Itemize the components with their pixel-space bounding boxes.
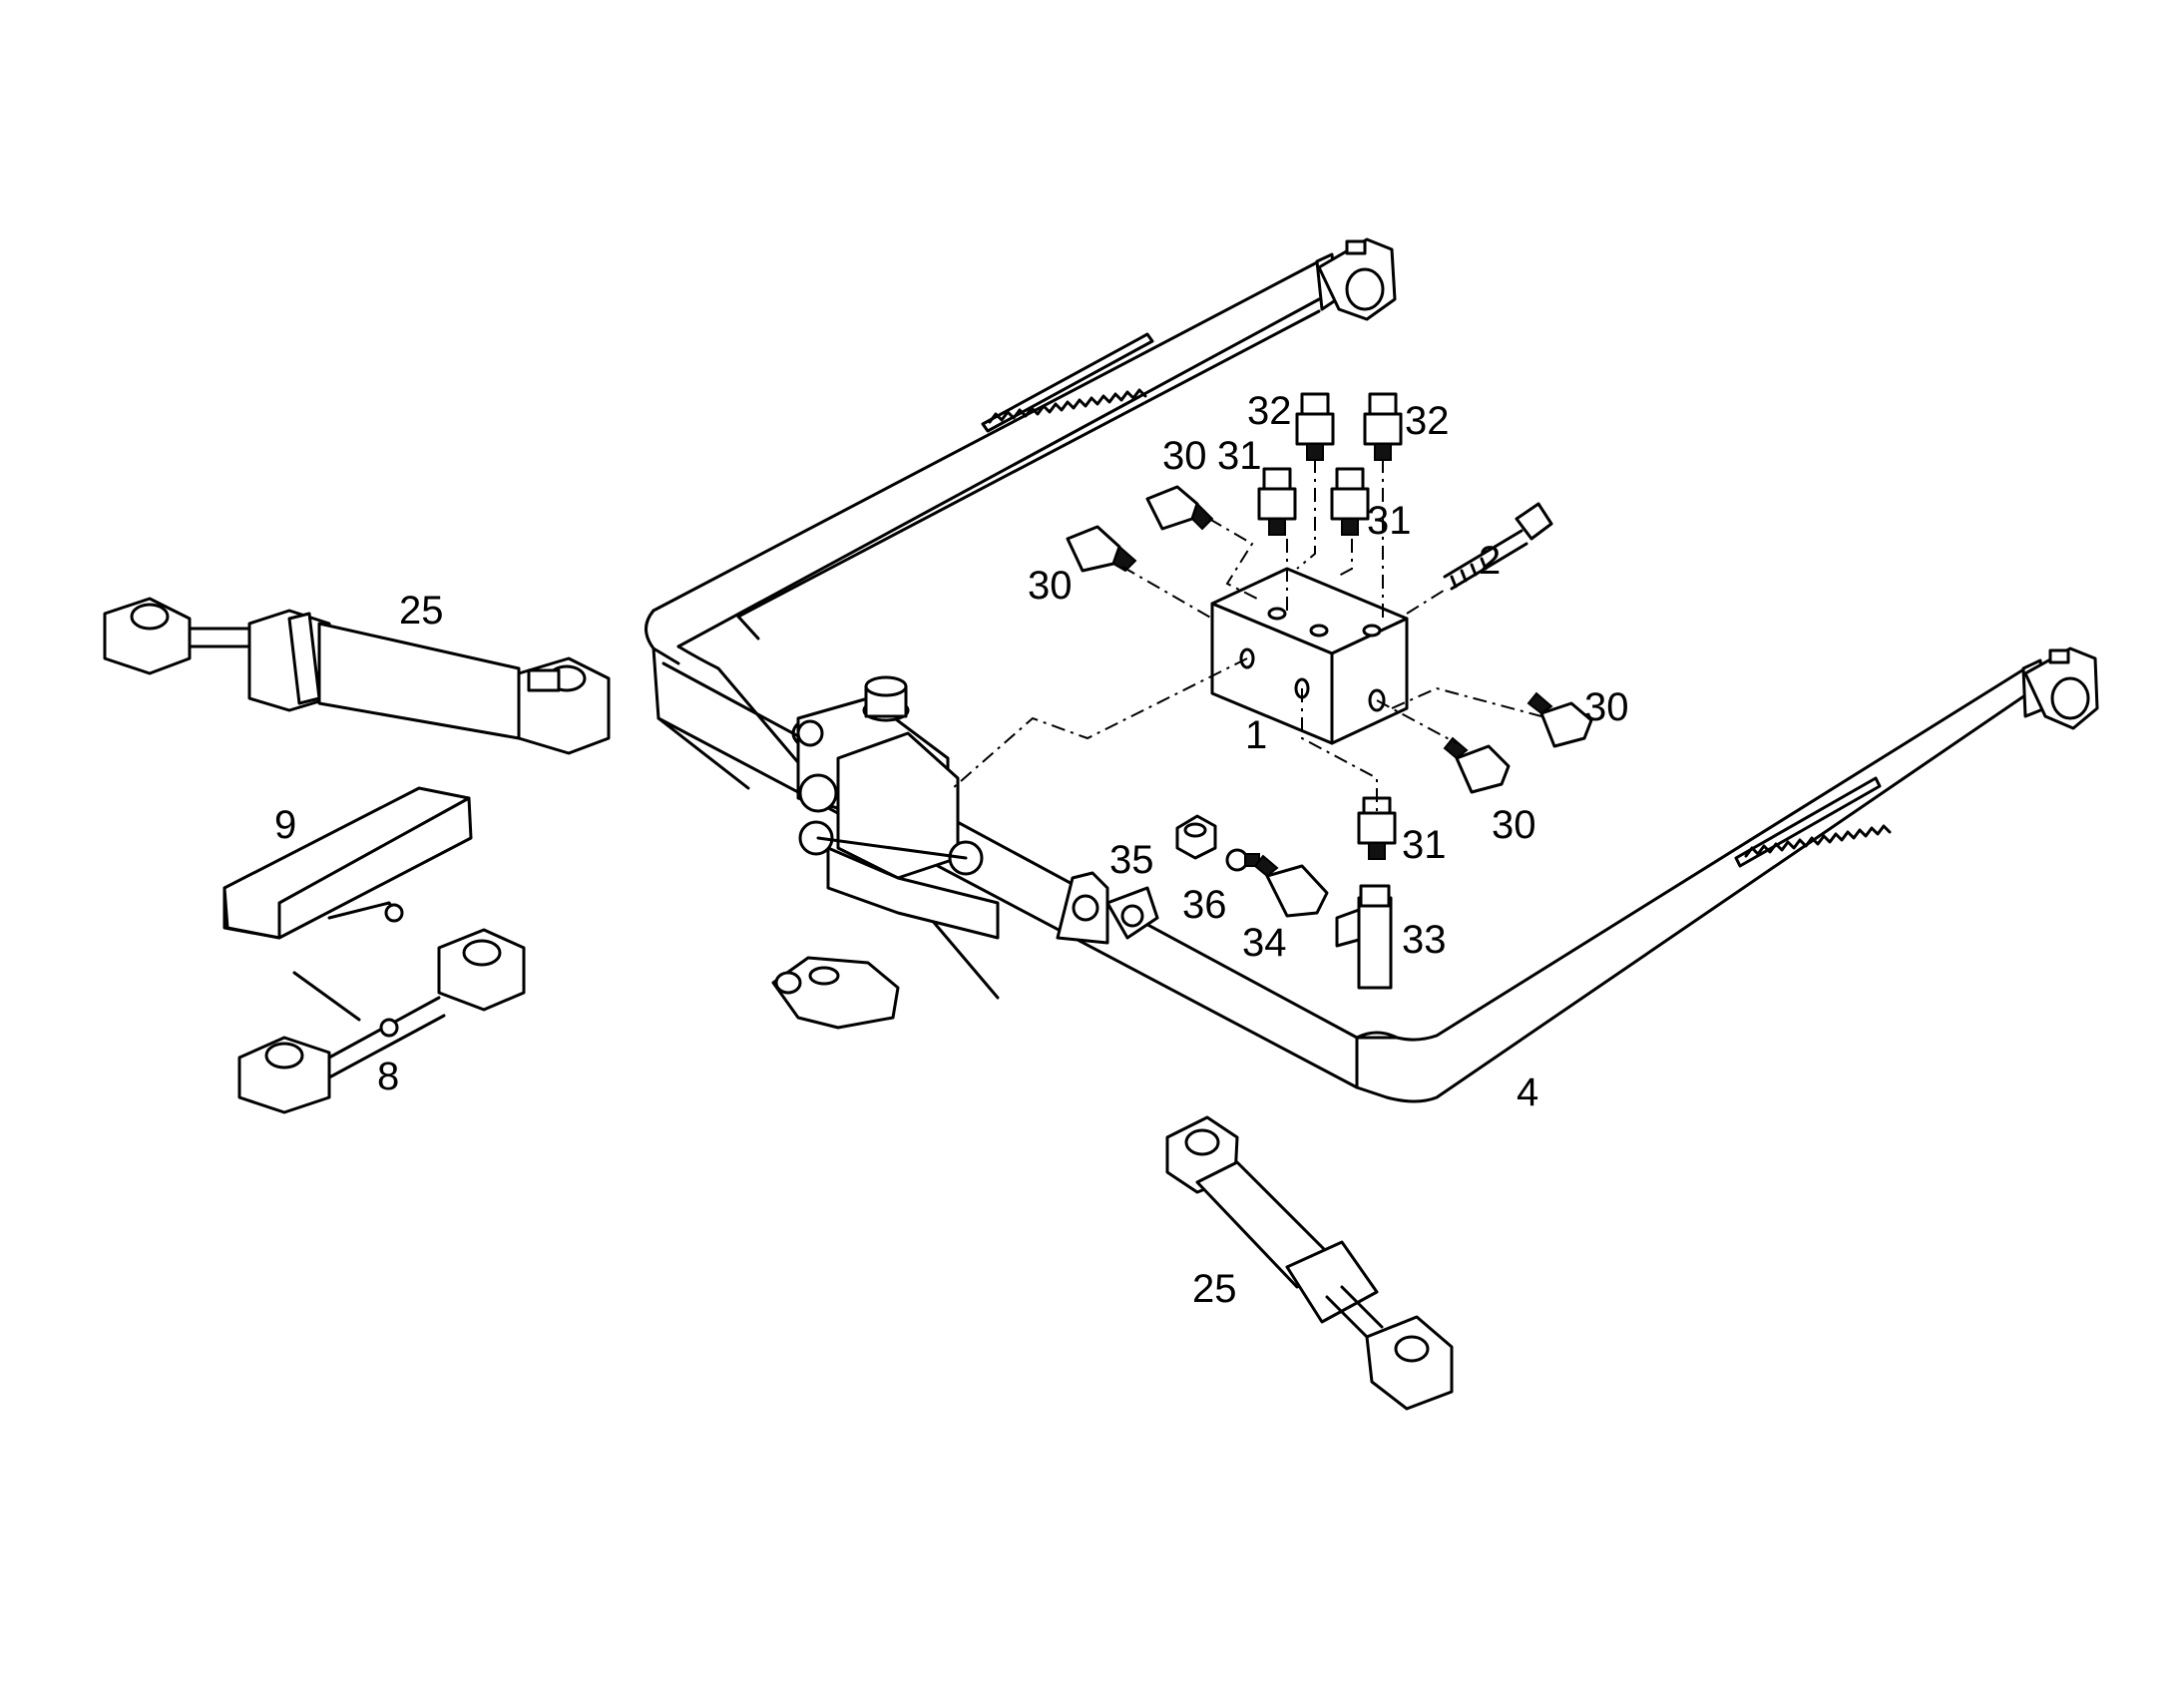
bolt-2 bbox=[1443, 502, 1553, 591]
callout-9: 9 bbox=[274, 803, 296, 847]
callout-31a: 31 bbox=[1217, 434, 1262, 478]
fitting-34 bbox=[1253, 854, 1329, 918]
callout-36: 36 bbox=[1182, 883, 1227, 927]
tee-fitting-33 bbox=[1335, 884, 1393, 990]
fitting-30-left bbox=[1066, 525, 1137, 573]
fitting-31-bottom bbox=[1357, 796, 1397, 860]
cylinder-25-lower bbox=[1165, 1115, 1454, 1411]
guard-9 bbox=[222, 786, 473, 940]
fitting-32-left bbox=[1295, 392, 1335, 461]
fitting-32-right bbox=[1363, 392, 1403, 461]
fitting-30-right-lower bbox=[1443, 736, 1511, 794]
nut-35 bbox=[1175, 814, 1217, 860]
callout-30c: 30 bbox=[1584, 685, 1629, 729]
callout-25a: 25 bbox=[399, 589, 444, 633]
fitting-31-left bbox=[1257, 467, 1297, 536]
callout-30a: 30 bbox=[1162, 434, 1207, 478]
main-frame bbox=[645, 237, 2099, 1103]
valve-block bbox=[1210, 567, 1409, 745]
callout-33: 33 bbox=[1402, 918, 1447, 962]
callout-30d: 30 bbox=[1492, 803, 1536, 847]
callouts: 1 2 4 8 9 25 25 30 30 30 30 31 31 31 32 … bbox=[274, 389, 1629, 1311]
callout-25b: 25 bbox=[1192, 1267, 1237, 1311]
callout-32b: 32 bbox=[1405, 399, 1450, 443]
callout-31c: 31 bbox=[1402, 823, 1447, 867]
fitting-30-upper-left bbox=[1145, 485, 1214, 531]
callout-8: 8 bbox=[377, 1055, 399, 1098]
cylinder-25-upper bbox=[103, 597, 611, 755]
rod-8 bbox=[237, 928, 526, 1114]
callout-32a: 32 bbox=[1247, 389, 1292, 433]
callout-30b: 30 bbox=[1028, 564, 1073, 608]
callout-2: 2 bbox=[1479, 539, 1501, 583]
washer-36 bbox=[1225, 848, 1260, 872]
fitting-30-right-upper bbox=[1526, 691, 1593, 748]
leader-lines bbox=[952, 459, 1542, 813]
fitting-31-right bbox=[1330, 467, 1370, 536]
callout-34: 34 bbox=[1242, 921, 1287, 965]
callout-1: 1 bbox=[1245, 713, 1267, 757]
callout-4: 4 bbox=[1517, 1070, 1538, 1114]
callout-35: 35 bbox=[1109, 838, 1154, 882]
callout-31b: 31 bbox=[1367, 499, 1412, 543]
